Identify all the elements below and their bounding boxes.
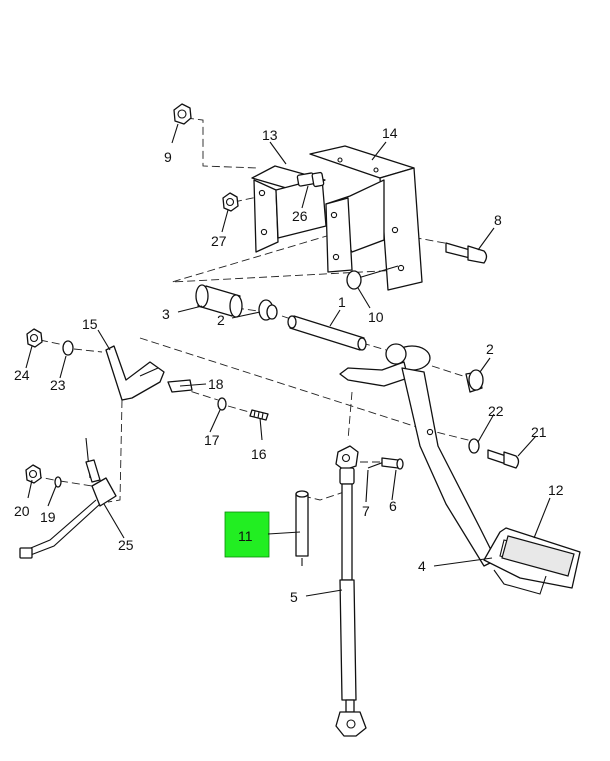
- callout-15: 15: [82, 316, 98, 332]
- part-17-washer: [217, 397, 227, 411]
- part-9-nut: [173, 103, 192, 125]
- part-6-clevis-pin: [381, 457, 404, 470]
- callout-26: 26: [292, 208, 308, 224]
- part-11-sleeve: [295, 490, 309, 566]
- part-27-nut: [222, 192, 239, 212]
- callout-22: 22: [488, 403, 504, 419]
- callout-14: 14: [382, 125, 398, 141]
- callout-23: 23: [50, 377, 66, 393]
- callout-2-right: 2: [486, 341, 494, 357]
- part-16-screw: [249, 409, 269, 421]
- part-12-pedal-pad: [501, 535, 575, 577]
- callout-9: 9: [164, 149, 172, 165]
- part-21-bolt: [487, 449, 520, 469]
- part-2-bushing-right: [465, 369, 484, 393]
- part-20-nut: [25, 464, 42, 484]
- part-3-bushing: [195, 284, 243, 318]
- part-1-shaft: [287, 315, 367, 351]
- highlight-box-11: [224, 511, 270, 558]
- callout-6: 6: [389, 498, 397, 514]
- callout-10: 10: [368, 309, 384, 325]
- callout-27: 27: [211, 233, 227, 249]
- part-25-switch-harness: [19, 437, 117, 559]
- part-15-switch-bracket: [105, 345, 165, 401]
- callout-17: 17: [204, 432, 220, 448]
- part-19-washer: [54, 476, 62, 488]
- part-26-bolt: [296, 171, 325, 188]
- part-22-washer: [468, 438, 480, 454]
- part-10-pin: [346, 265, 399, 290]
- part-5-push-rod: [335, 445, 367, 737]
- callout-21: 21: [531, 424, 547, 440]
- part-8-bolt: [445, 242, 488, 264]
- callout-11: 11: [238, 528, 253, 544]
- part-7-pin: [367, 461, 385, 469]
- callout-16: 16: [251, 446, 267, 462]
- callout-20: 20: [14, 503, 30, 519]
- callout-13: 13: [262, 127, 278, 143]
- part-24-nut: [26, 328, 43, 348]
- callout-19: 19: [40, 509, 56, 525]
- part-2-bushing-left: [258, 299, 278, 321]
- part-13-14-bracket: [251, 145, 423, 291]
- callout-4: 4: [418, 558, 426, 574]
- callout-labels: 9 13 14 26 27 8 10 3 2 1 2 15 24 23 18 1…: [14, 125, 564, 605]
- part-23-washer: [62, 340, 74, 356]
- callout-12: 12: [548, 482, 564, 498]
- callout-3: 3: [162, 306, 170, 322]
- callout-8: 8: [494, 212, 502, 228]
- callout-7: 7: [362, 503, 370, 519]
- callout-1: 1: [338, 294, 346, 310]
- callout-24: 24: [14, 367, 30, 383]
- leader-lines: [25, 123, 551, 597]
- callout-25: 25: [118, 537, 134, 553]
- callout-18: 18: [208, 376, 224, 392]
- callout-5: 5: [290, 589, 298, 605]
- callout-2-left: 2: [217, 312, 225, 328]
